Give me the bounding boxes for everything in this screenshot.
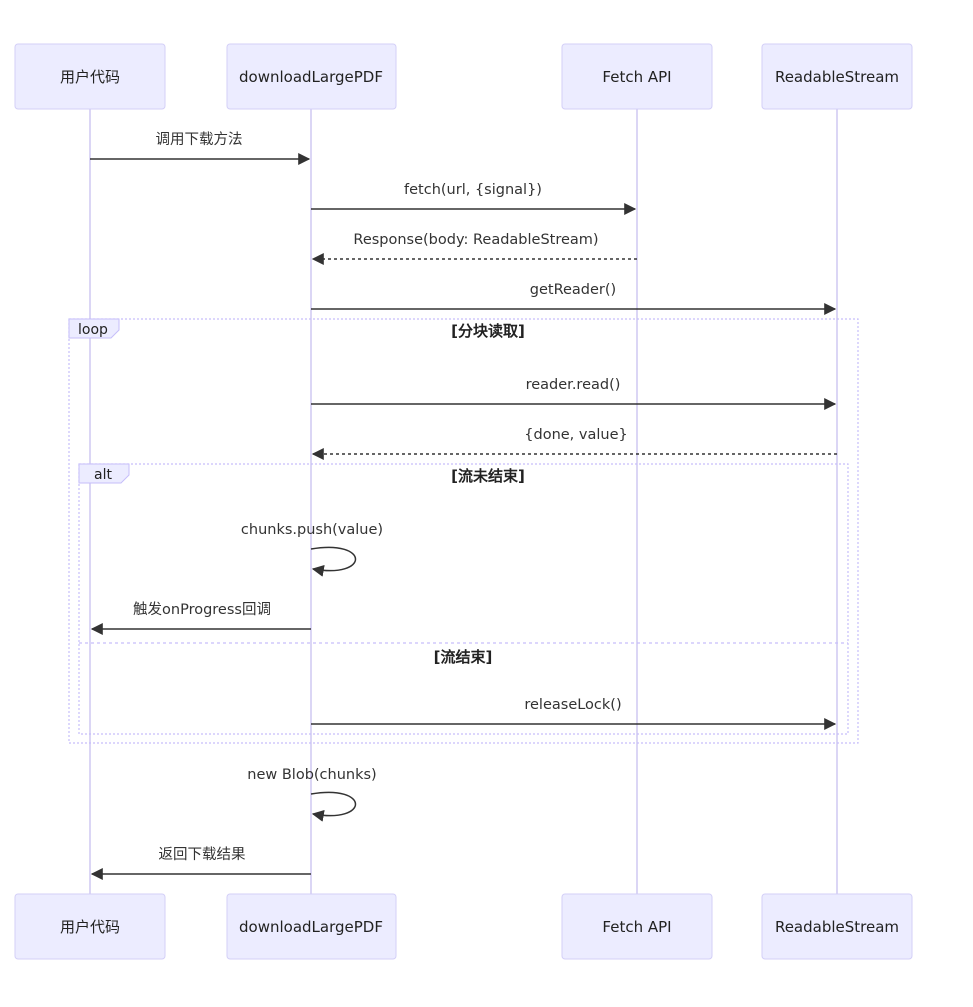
message-label: 返回下载结果 <box>159 846 246 863</box>
message-label: {done, value} <box>524 427 627 443</box>
message-on-progress: 触发onProgress回调 <box>90 601 311 635</box>
alt-frame-condition: [流未结束] <box>451 467 525 485</box>
message-get-reader: getReader() <box>311 282 837 315</box>
participant-user-bottom: 用户代码 <box>14 893 166 960</box>
participant-readablestream-bottom: ReadableStream <box>761 893 913 960</box>
participant-label: Fetch API <box>602 68 671 86</box>
participant-label: downloadLargePDF <box>239 918 383 936</box>
participant-label: ReadableStream <box>775 68 899 86</box>
message-label: reader.read() <box>526 377 621 393</box>
loop-frame: loop [分块读取] <box>68 318 859 744</box>
alt-frame-label: alt <box>94 467 112 483</box>
participant-fetch-api-bottom: Fetch API <box>561 893 713 960</box>
alt-frame: alt [流未结束] [流结束] <box>78 463 849 735</box>
message-release-lock: releaseLock() <box>311 697 837 730</box>
participant-fetch-api-top: Fetch API <box>561 43 713 110</box>
message-label: fetch(url, {signal}) <box>404 182 542 198</box>
participant-downloadlargepdf-bottom: downloadLargePDF <box>226 893 397 960</box>
participant-label: 用户代码 <box>60 918 120 936</box>
message-response: Response(body: ReadableStream) <box>311 232 637 265</box>
message-label: 调用下载方法 <box>156 131 243 148</box>
message-label: new Blob(chunks) <box>247 767 376 783</box>
participant-label: ReadableStream <box>775 918 899 936</box>
participant-user-top: 用户代码 <box>14 43 166 110</box>
participant-label: 用户代码 <box>60 68 120 86</box>
loop-frame-tab <box>68 318 120 339</box>
alt-frame-else-condition: [流结束] <box>434 648 493 666</box>
loop-frame-label: loop <box>78 322 108 338</box>
message-label: chunks.push(value) <box>241 522 383 538</box>
message-label: getReader() <box>530 282 616 298</box>
message-self-loop-arrow <box>310 791 357 822</box>
participant-label: Fetch API <box>602 918 671 936</box>
message-reader-read: reader.read() <box>311 377 837 410</box>
message-done-value: {done, value} <box>311 427 837 460</box>
message-label: releaseLock() <box>524 697 621 713</box>
participant-label: downloadLargePDF <box>239 68 383 86</box>
message-return-result: 返回下载结果 <box>90 846 311 880</box>
loop-frame-condition: [分块读取] <box>451 322 525 340</box>
message-new-blob: new Blob(chunks) <box>247 767 377 822</box>
participant-downloadlargepdf-top: downloadLargePDF <box>226 43 397 110</box>
message-label: 触发onProgress回调 <box>133 601 271 618</box>
message-call-download: 调用下载方法 <box>90 131 311 165</box>
message-chunks-push: chunks.push(value) <box>241 522 383 577</box>
message-fetch: fetch(url, {signal}) <box>311 182 637 215</box>
alt-frame-tab <box>78 463 130 484</box>
message-label: Response(body: ReadableStream) <box>353 232 598 248</box>
message-self-loop-arrow <box>310 546 357 577</box>
participant-readablestream-top: ReadableStream <box>761 43 913 110</box>
